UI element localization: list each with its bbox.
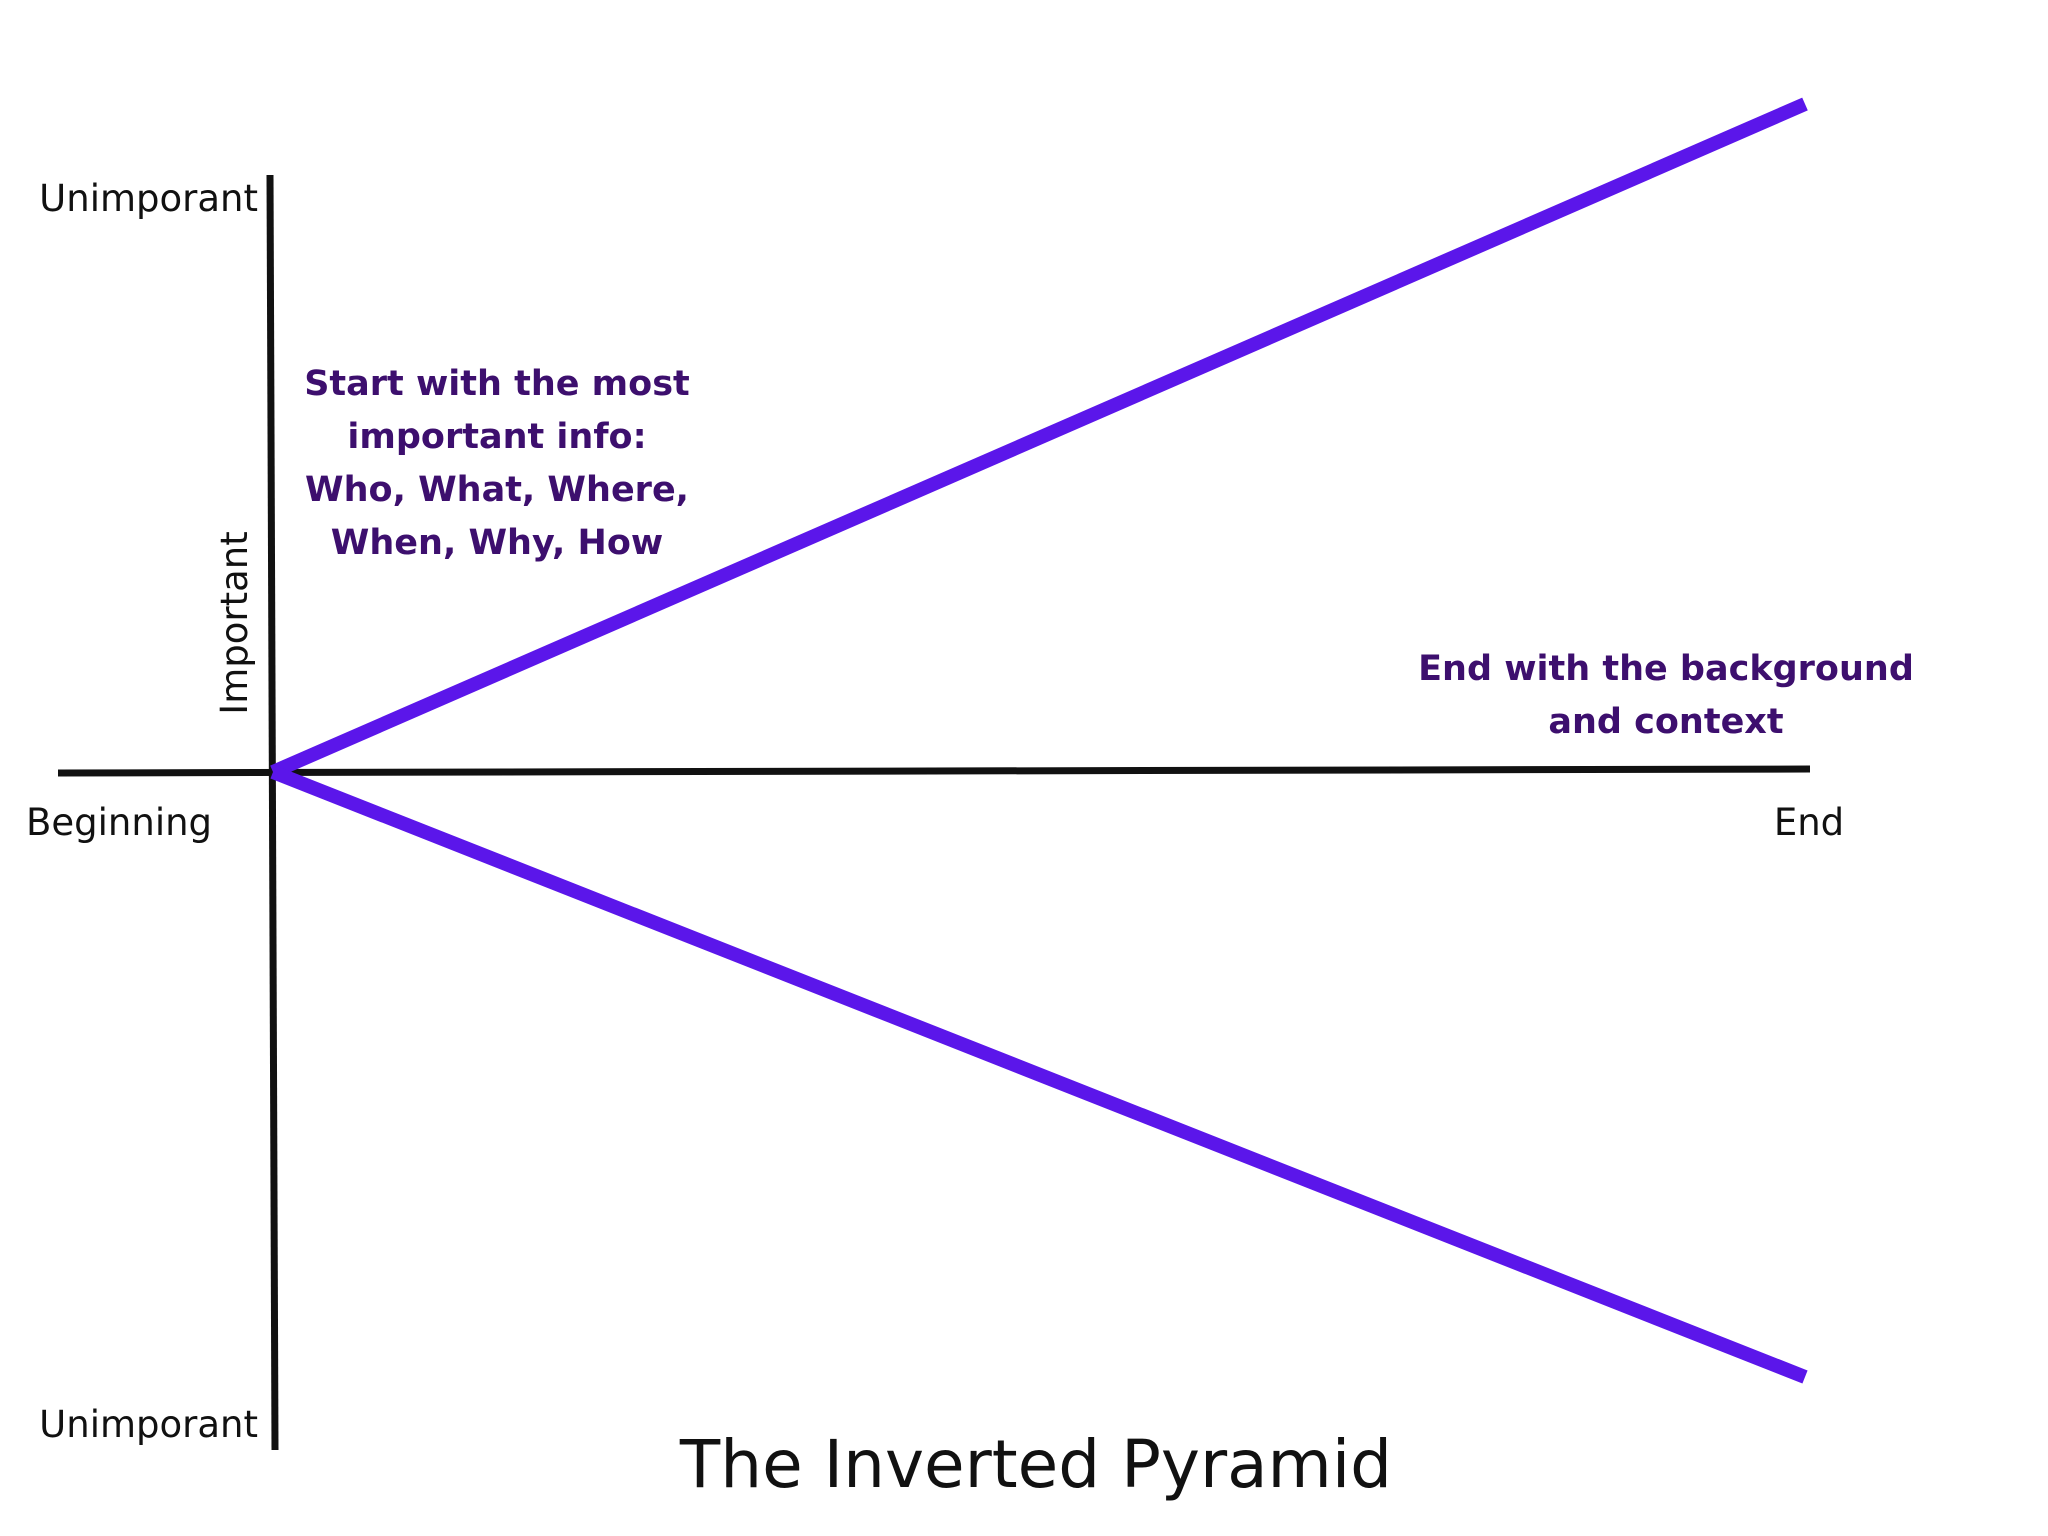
vertical-axis: [266, 174, 279, 1451]
pyramid-lower-line: [270, 765, 1808, 1384]
end-note: End with the background and context: [1418, 649, 1914, 742]
y-axis-important-label: Important: [213, 531, 256, 714]
y-axis-bottom-label: Unimporant: [39, 1403, 258, 1446]
start-note-line: Who, What, Where,: [305, 470, 689, 510]
horizontal-axis: [57, 765, 1811, 777]
start-note-line: Start with the most: [304, 364, 690, 404]
x-axis-end-label: End: [1774, 801, 1844, 844]
end-note-line: and context: [1548, 702, 1783, 742]
end-note-line: End with the background: [1418, 649, 1914, 689]
pyramid-upper-line: [270, 97, 1808, 779]
diagram-title: The Inverted Pyramid: [679, 1426, 1392, 1503]
start-note: Start with the most important info: Who,…: [304, 364, 690, 563]
x-axis-beginning-label: Beginning: [26, 801, 212, 844]
y-axis-top-label: Unimporant: [39, 177, 258, 220]
start-note-line: When, Why, How: [331, 523, 663, 563]
start-note-line: important info:: [347, 417, 646, 457]
